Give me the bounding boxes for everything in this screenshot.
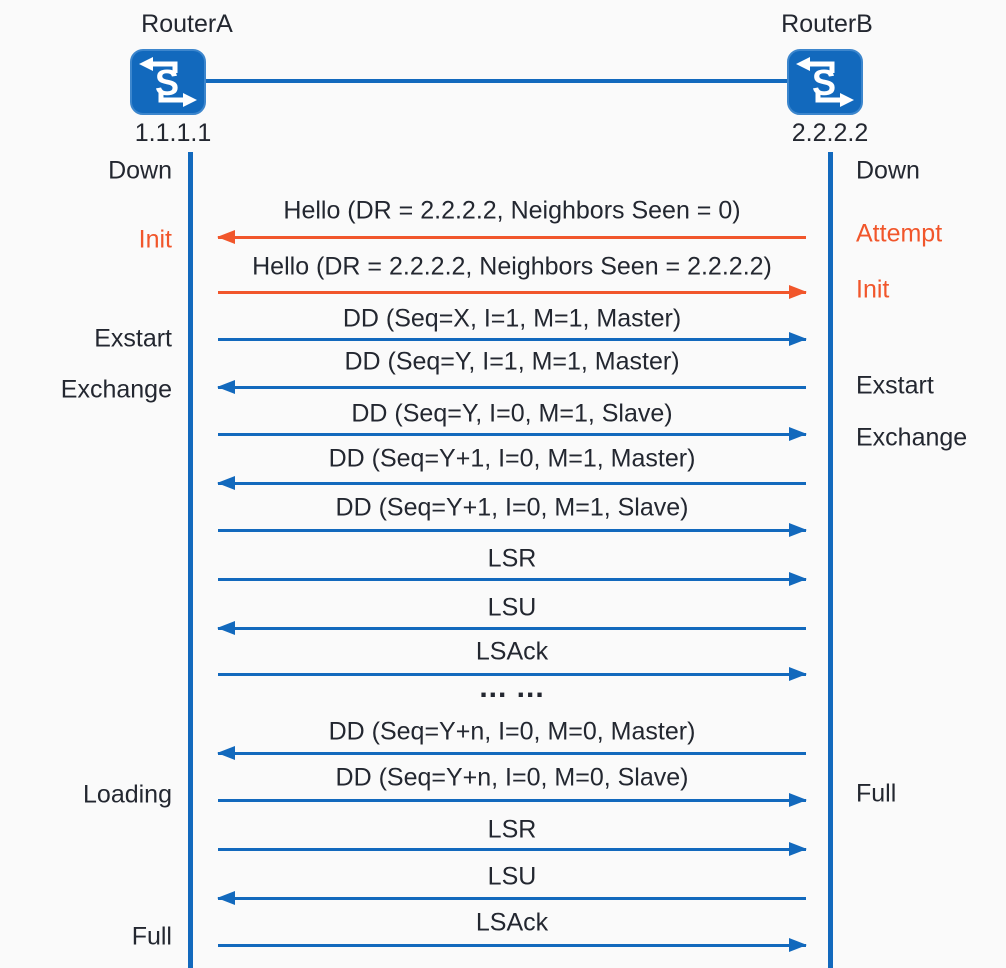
message-arrow-right — [218, 285, 807, 299]
arrowhead-right-icon — [789, 842, 807, 856]
router-a-name: RouterA — [141, 10, 233, 38]
state-label-attempt: Attempt — [856, 219, 943, 248]
arrowhead-left-icon — [217, 891, 235, 905]
message-label: Hello (DR = 2.2.2.2, Neighbors Seen = 2.… — [252, 252, 772, 281]
router-b-name: RouterB — [781, 10, 873, 38]
message-arrow-left — [217, 746, 806, 760]
message-arrow-right — [218, 427, 807, 441]
router-b-lifeline — [828, 152, 833, 968]
message-label: DD (Seq=Y+1, I=0, M=1, Slave) — [335, 493, 689, 522]
message-arrow-right — [218, 572, 807, 586]
arrowhead-left-icon — [217, 230, 235, 244]
state-label-full: Full — [131, 922, 172, 951]
arrowhead-right-icon — [789, 427, 807, 441]
state-label-init: Init — [138, 225, 172, 254]
arrowhead-right-icon — [789, 793, 807, 807]
message-arrow-left — [217, 380, 806, 394]
message-arrow-left — [217, 891, 806, 905]
message-label: DD (Seq=Y+n, I=0, M=0, Master) — [328, 717, 696, 746]
message-arrow-right — [218, 938, 807, 952]
arrowhead-right-icon — [789, 523, 807, 537]
state-label-exchange: Exchange — [60, 375, 172, 404]
arrowhead-left-icon — [217, 621, 235, 635]
message-arrow-right — [218, 332, 807, 346]
arrowhead-right-icon — [789, 667, 807, 681]
message-label: LSAck — [475, 908, 549, 937]
message-label: DD (Seq=Y+1, I=0, M=1, Master) — [328, 444, 696, 473]
arrowhead-right-icon — [789, 285, 807, 299]
message-label: Hello (DR = 2.2.2.2, Neighbors Seen = 0) — [283, 196, 741, 225]
state-label-init: Init — [856, 275, 890, 304]
arrowhead-right-icon — [789, 572, 807, 586]
state-label-down: Down — [856, 156, 920, 185]
message-label: LSU — [487, 593, 537, 622]
switch-icon: S — [787, 49, 863, 115]
state-label-exstart: Exstart — [94, 324, 172, 353]
arrowhead-left-icon — [217, 746, 235, 760]
message-arrow-right — [218, 667, 807, 681]
router-b-ip: 2.2.2.2 — [791, 119, 869, 147]
svg-text:S: S — [812, 62, 836, 103]
state-label-exchange: Exchange — [856, 423, 968, 452]
message-arrow-left — [217, 230, 806, 244]
arrowhead-left-icon — [217, 380, 235, 394]
message-arrow-right — [218, 793, 807, 807]
message-label: LSAck — [475, 637, 549, 666]
message-label: LSR — [487, 544, 537, 573]
router-link-line — [206, 79, 787, 83]
state-label-exstart: Exstart — [856, 371, 934, 400]
svg-text:S: S — [155, 62, 179, 103]
router-a-ip: 1.1.1.1 — [134, 119, 212, 147]
message-arrow-left — [217, 621, 806, 635]
ellipsis-label: ... ... — [479, 671, 545, 704]
arrowhead-right-icon — [789, 332, 807, 346]
arrowhead-right-icon — [789, 938, 807, 952]
message-arrow-right — [218, 842, 807, 856]
state-label-loading: Loading — [83, 780, 172, 809]
message-arrow-left — [217, 476, 806, 490]
message-label: LSR — [487, 815, 537, 844]
message-label: DD (Seq=Y, I=1, M=1, Master) — [344, 347, 680, 376]
message-label: DD (Seq=Y+n, I=0, M=0, Slave) — [335, 763, 689, 792]
switch-icon: S — [130, 49, 206, 115]
message-label: LSU — [487, 862, 537, 891]
message-arrow-right — [218, 523, 807, 537]
message-label: DD (Seq=Y, I=0, M=1, Slave) — [351, 399, 673, 428]
arrowhead-left-icon — [217, 476, 235, 490]
router-a-lifeline — [188, 152, 193, 968]
state-label-full: Full — [856, 779, 897, 808]
message-label: DD (Seq=X, I=1, M=1, Master) — [342, 304, 682, 333]
state-label-down: Down — [108, 156, 172, 185]
